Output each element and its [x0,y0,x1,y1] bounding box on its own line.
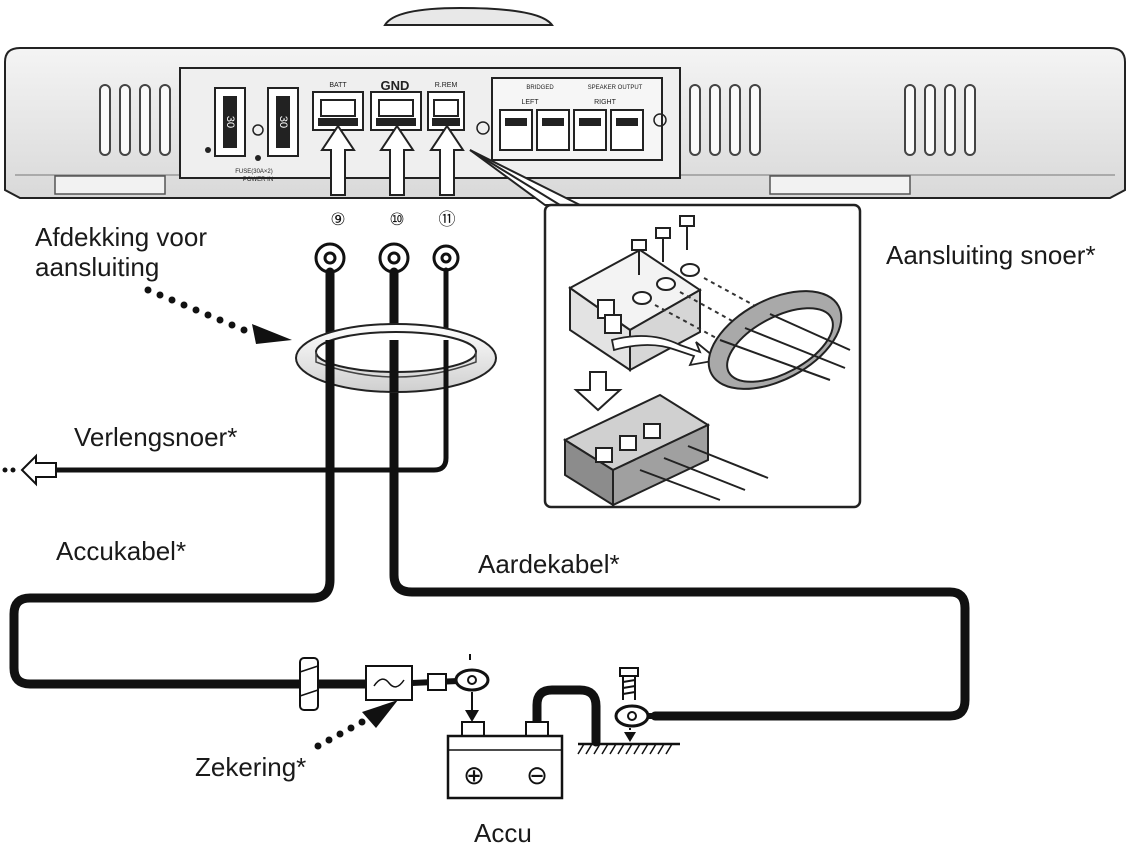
ring-terminals [314,242,460,274]
power-caption: POWER IN [243,177,273,183]
terminal-insert-arrows [320,124,465,196]
fuse-leader [314,700,398,750]
fuse-b-label: 30 [277,116,289,128]
ground-cable-label: Aardekabel* [478,549,620,579]
detail-inset [469,149,862,509]
batt-terminal-label: BATT [329,82,347,89]
cover-leader [144,286,292,344]
terminal-cover-label-line-1: Afdekking voor [35,222,207,252]
terminal-cover-ring [295,323,497,393]
callout-9: ⑨ [330,210,345,229]
terminal-cover-label: Afdekking voor aansluiting [35,222,295,282]
fuse-a-label: 30 [224,116,236,128]
terminal-callouts: ⑨ ⑩ ⑪ [330,210,455,229]
battery-minus-icon: ⊖ [526,761,548,791]
fuse-caption: FUSE(30A×2) [235,169,273,175]
rem-terminal-label: R.REM [435,82,458,89]
callout-10: ⑩ [389,210,404,229]
fuse-holders: 30 30 FUSE(30A×2) POWER IN [205,87,299,183]
bridged-label: BRIDGED [526,85,554,91]
ground-point [577,667,680,755]
battery: ⊕ ⊖ [446,721,564,800]
speaker-output-block: BRIDGED SPEAKER OUTPUT LEFT RIGHT [491,77,667,161]
gnd-terminal-label: GND [381,78,410,93]
battery-cable-label: Accukabel* [56,536,187,566]
battery-connect-arrow [465,692,479,722]
extension-cord-label: Verlengsnoer* [74,422,238,452]
inline-fuse [299,654,490,711]
connection-cord-label: Aansluiting snoer* [886,240,1096,270]
battery-plus-icon: ⊕ [463,761,485,791]
right-channel-label: RIGHT [594,99,617,106]
extension-arrow [2,453,57,487]
battery-label: Accu [474,818,532,848]
fuse-label: Zekering* [195,752,307,782]
terminal-cover-label-line-2: aansluiting [35,252,160,282]
speaker-output-label: SPEAKER OUTPUT [588,85,643,91]
callout-11: ⑪ [439,210,456,229]
left-channel-label: LEFT [521,99,539,106]
cables [9,267,970,747]
amplifier: 30 30 FUSE(30A×2) POWER IN BATT GND R.RE… [4,6,1126,199]
